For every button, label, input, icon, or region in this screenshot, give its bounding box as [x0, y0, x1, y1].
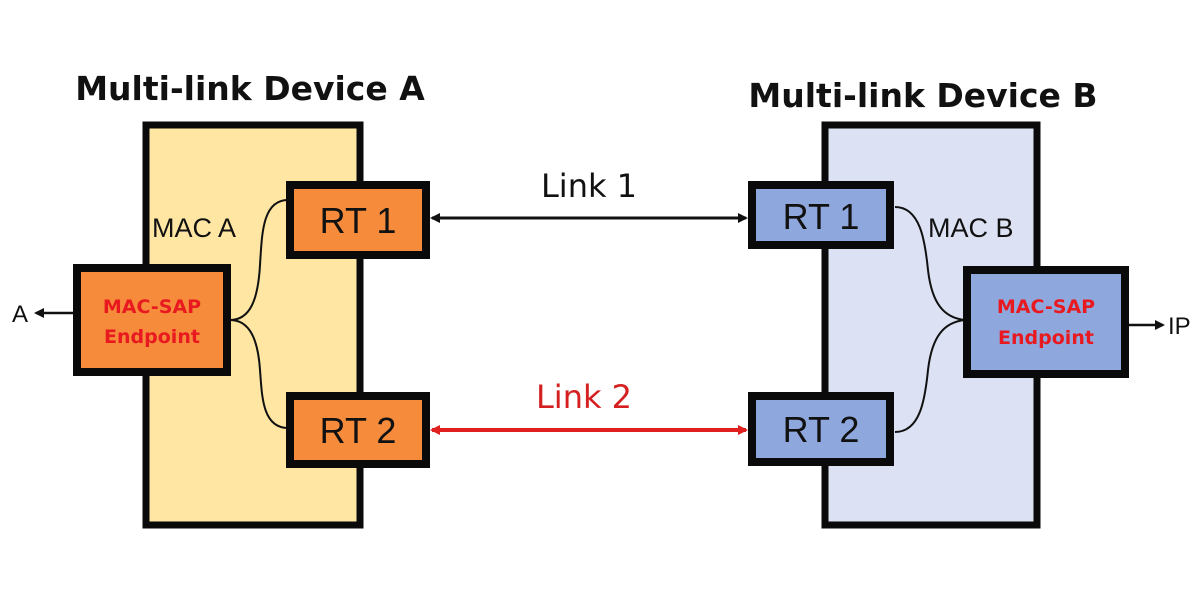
output-a-label: A	[12, 301, 28, 328]
rt1-b-label: RT 1	[783, 196, 860, 237]
mac-a-brace-bottom	[229, 319, 289, 429]
rt2-a-label: RT 2	[320, 410, 397, 451]
link2-label: Link 2	[536, 378, 632, 416]
sap-b-line2: Endpoint	[998, 327, 1094, 349]
output-b-label: IP	[1168, 313, 1191, 340]
rt2-b-box: RT 2	[748, 392, 894, 466]
sap-a-line2: Endpoint	[104, 326, 200, 348]
mac-sap-endpoint-a: MAC-SAP Endpoint	[73, 264, 231, 376]
sap-b-line1: MAC-SAP	[997, 296, 1095, 318]
device-a-title: Multi-link Device A	[75, 69, 425, 108]
mac-a-brace-top	[229, 199, 289, 321]
rt2-b-label: RT 2	[783, 409, 860, 450]
sap-a-line1: MAC-SAP	[103, 296, 201, 318]
rt1-a-box: RT 1	[286, 181, 430, 259]
mac-b-label: MAC B	[928, 213, 1014, 243]
mac-b-brace-bottom	[894, 319, 966, 433]
rt1-a-label: RT 1	[320, 200, 397, 241]
device-b-title: Multi-link Device B	[748, 76, 1097, 115]
mac-b-brace-top	[894, 206, 966, 321]
rt1-b-box: RT 1	[748, 181, 894, 249]
rt2-a-box: RT 2	[286, 392, 430, 468]
mac-a-label: MAC A	[152, 213, 236, 243]
link1-label: Link 1	[541, 167, 637, 205]
mac-sap-endpoint-b: MAC-SAP Endpoint	[963, 266, 1129, 378]
